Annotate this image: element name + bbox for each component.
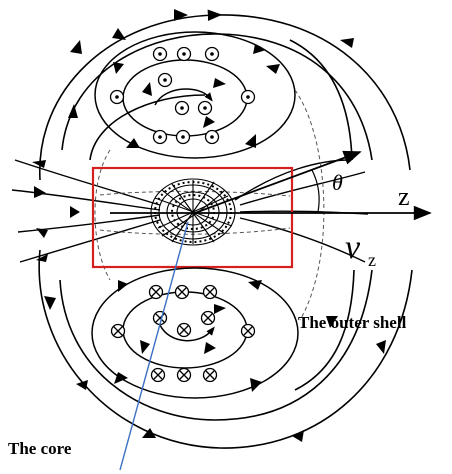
- lower-ring-arrows: [114, 280, 262, 392]
- current-out-of-page-icon: [152, 46, 168, 62]
- current-out-of-page-icon: [240, 89, 256, 105]
- current-out-of-page-icon: [174, 100, 190, 116]
- core-sphere: [150, 178, 236, 246]
- upper-ring-inner: [122, 59, 248, 137]
- current-into-page-icon: [174, 284, 190, 300]
- dot-markers: [109, 46, 256, 145]
- arrowheads-lower: [44, 296, 386, 442]
- core-pointer-line: [119, 221, 189, 471]
- current-out-of-page-icon: [157, 72, 173, 88]
- current-out-of-page-icon: [197, 100, 213, 116]
- theta-arc: [311, 169, 320, 213]
- z-axis-label: z: [398, 182, 410, 211]
- current-into-page-icon: [202, 367, 218, 383]
- arrowheads-upper: [68, 9, 354, 118]
- current-into-page-icon: [150, 367, 166, 383]
- current-out-of-page-icon: [176, 46, 192, 62]
- cross-markers: [110, 284, 256, 383]
- core-sphere-dashes: [154, 181, 232, 243]
- arrow-upper-6: [266, 64, 280, 74]
- velocity-ray: [194, 150, 362, 214]
- current-out-of-page-icon: [152, 129, 168, 145]
- velocity-label: v: [345, 229, 361, 266]
- field-lines-upper: [39, 9, 411, 181]
- upper-ring-outer: [94, 31, 296, 159]
- current-into-page-icon: [176, 367, 192, 383]
- current-into-page-icon: [240, 323, 256, 339]
- current-out-of-page-icon: [109, 89, 125, 105]
- field-lines-lower: [38, 249, 413, 449]
- arrow-upper-3: [70, 40, 82, 54]
- lower-ring-outer: [91, 267, 299, 399]
- arrow-upper-1: [174, 9, 188, 21]
- central-arrowheads: [32, 160, 80, 262]
- core-label: The core: [8, 439, 72, 458]
- field-line-lower-outer: [38, 249, 413, 449]
- current-out-of-page-icon: [175, 129, 191, 145]
- outer-shell-label: The outer shell: [298, 313, 407, 332]
- field-line-lower-mid: [59, 269, 373, 421]
- current-into-page-icon: [148, 284, 164, 300]
- current-into-page-icon: [200, 310, 216, 326]
- upper-ring-core-swirl: [154, 88, 213, 106]
- field-line-upper-outer: [39, 9, 411, 181]
- arrow-upper-2: [112, 28, 126, 40]
- field-line-upper-inner: [89, 94, 206, 161]
- arrow-upper-4: [68, 104, 78, 118]
- current-into-page-icon: [202, 284, 218, 300]
- current-out-of-page-icon: [204, 46, 220, 62]
- theta-label: θ: [332, 170, 343, 195]
- field-line-lower-right-tail: [294, 269, 355, 391]
- field-line-upper-right-tail: [289, 39, 353, 161]
- arrow-upper-5: [340, 38, 354, 48]
- core-region-box: [91, 166, 294, 269]
- velocity-subscript: z: [368, 250, 376, 270]
- current-into-page-icon: [176, 322, 192, 338]
- current-out-of-page-icon: [204, 129, 220, 145]
- current-into-page-icon: [110, 323, 126, 339]
- upper-ring-arrows: [113, 44, 266, 148]
- lower-ring-core-swirl: [159, 324, 215, 342]
